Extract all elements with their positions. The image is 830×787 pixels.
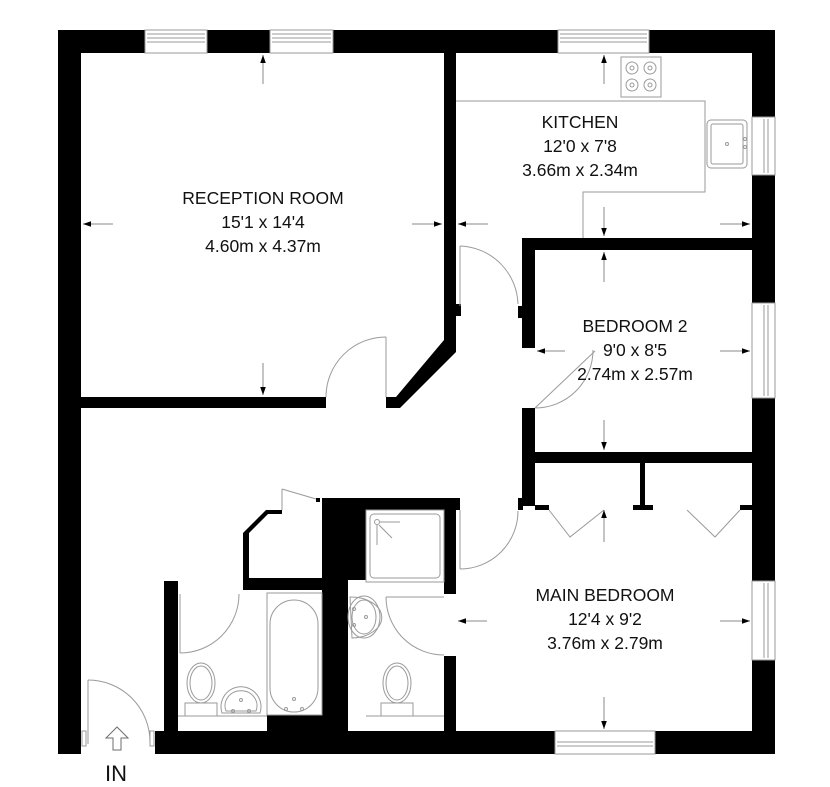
door-kitchen	[459, 245, 519, 306]
entrance-arrow-icon	[104, 726, 130, 751]
shower-tray-icon	[365, 509, 445, 583]
window-main-bedroom-side	[751, 580, 776, 661]
room-name: BEDROOM 2	[582, 316, 688, 336]
wash-basin-icon	[220, 686, 262, 714]
bath-icon	[266, 592, 323, 716]
doors	[81, 245, 741, 747]
door-reception	[325, 336, 387, 398]
window-kitchen-side	[751, 116, 776, 176]
room-label-bedroom2: BEDROOM 2 9'0 x 8'5 2.74m x 2.57m	[560, 314, 710, 386]
room-name: MAIN BEDROOM	[535, 585, 675, 605]
room-size-imperial: 12'4 x 9'2	[568, 609, 642, 629]
window-main-bedroom-bottom	[554, 730, 656, 755]
door-entrance	[81, 679, 155, 747]
room-size-imperial: 15'1 x 14'4	[221, 212, 305, 232]
window-kitchen-top	[557, 29, 650, 54]
door-bathroom	[179, 593, 240, 654]
room-size-metric: 2.74m x 2.57m	[577, 364, 693, 384]
toilet-icon	[178, 662, 267, 717]
room-size-metric: 3.66m x 2.34m	[522, 160, 638, 180]
room-label-kitchen: KITCHEN 12'0 x 7'8 3.66m x 2.34m	[495, 110, 665, 182]
windows	[144, 29, 776, 755]
entrance-label: IN	[105, 761, 127, 786]
window-bedroom2	[751, 302, 776, 399]
door-bedroom2	[534, 349, 596, 409]
room-size-metric: 3.76m x 2.79m	[547, 633, 663, 653]
window-reception-2	[269, 29, 334, 54]
room-label-reception: RECEPTION ROOM 15'1 x 14'4 4.60m x 4.37m	[163, 186, 363, 258]
room-size-imperial: 12'0 x 7'8	[543, 136, 617, 156]
room-label-main-bedroom: MAIN BEDROOM 12'4 x 9'2 3.76m x 2.79m	[510, 583, 700, 655]
door-shower-room	[385, 596, 445, 656]
kitchen-worktop	[456, 100, 706, 238]
room-name: KITCHEN	[541, 112, 619, 132]
dimension-arrows	[83, 55, 750, 729]
room-name: RECEPTION ROOM	[182, 188, 344, 208]
window-reception-1	[144, 29, 208, 54]
kitchen-sink-icon	[706, 119, 748, 169]
interior-walls	[81, 30, 775, 754]
room-size-imperial: 9'0 x 8'5	[602, 340, 668, 360]
door-main-bedroom	[459, 510, 519, 570]
toilet-icon	[366, 662, 444, 717]
hob-icon	[620, 56, 662, 98]
room-size-metric: 4.60m x 4.37m	[205, 236, 321, 256]
wash-basin-icon	[347, 595, 383, 639]
